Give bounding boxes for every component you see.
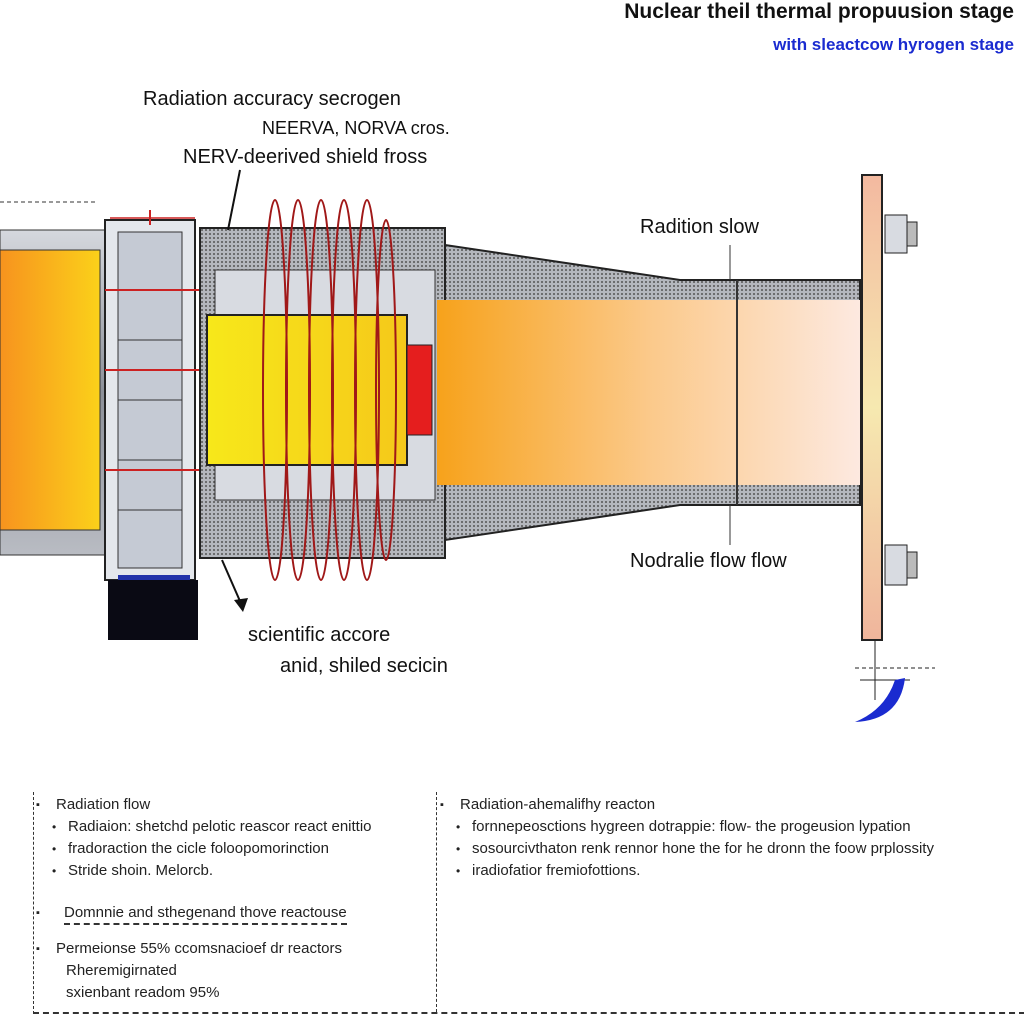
propulsion-diagram	[0, 169, 935, 722]
bolt-icon	[884, 544, 908, 586]
callout-top-line-3: NERV-deerived shield fross	[183, 146, 428, 168]
callout-bottom-line-2: anid, shiled secicin	[280, 655, 448, 677]
notes-divider	[436, 792, 437, 1012]
control-segment	[406, 344, 433, 436]
coil-windings	[262, 199, 397, 581]
note-item: Stride shoin. Melorcb.	[36, 860, 431, 882]
leader-line	[227, 169, 241, 231]
notes-panel	[33, 792, 1024, 1014]
callout-top-line-1: Radiation accuracy secrogen	[143, 88, 401, 110]
reactor-housing	[199, 227, 446, 559]
flange-ring	[104, 219, 210, 640]
note-underlined-text: Domnnie and sthegenand thove reactouse	[64, 904, 347, 925]
exit-plate	[855, 174, 935, 722]
note-item: sosourcivthaton renk rennor hone the for…	[440, 838, 1020, 860]
diagram-title: Nuclear theil thermal propuusion stage	[624, 0, 1014, 23]
crescent-icon	[855, 678, 905, 722]
note-item: iradiofatior fremiofottions.	[440, 860, 1020, 882]
diagram-subtitle: with sleactcow hyrogen stage	[773, 35, 1014, 54]
note-underlined: Domnnie and sthegenand thove reactouse	[36, 902, 431, 925]
notes-right-column: Radiation-ahemalifhy reacton fornnepeosc…	[440, 794, 1020, 882]
note-summary-line: sxienbant readom 95%	[66, 984, 220, 1001]
note-summary-line: Rheremigirnated	[66, 962, 177, 979]
callout-nozzle-flow: Nodralie flow flow	[630, 550, 787, 572]
note-heading: Radiation flow	[36, 794, 431, 816]
note-item: fornnepeosctions hygreen dotrappie: flow…	[440, 816, 1020, 838]
reactor-core	[206, 314, 408, 466]
propellant-tank-section	[0, 229, 106, 556]
note-item: Radiaion: shetchd pelotic reascor react …	[36, 816, 431, 838]
note-summary: Permeionse 55% ccomsnacioef dr reactors	[36, 938, 431, 960]
callout-radiation-slow: Radition slow	[640, 216, 759, 238]
note-item: fradoraction the cicle foloopomorinction	[36, 838, 431, 860]
callout-top-line-2: NEERVA, NORVA cros.	[262, 118, 450, 138]
base-block	[108, 580, 198, 640]
nozzle	[437, 243, 861, 545]
bolt-icon	[884, 214, 908, 254]
note-heading: Radiation-ahemalifhy reacton	[440, 794, 1020, 816]
callout-bottom-line-1: scientific accore	[248, 624, 391, 646]
notes-left-column: Radiation flow Radiaion: shetchd pelotic…	[36, 794, 431, 1004]
